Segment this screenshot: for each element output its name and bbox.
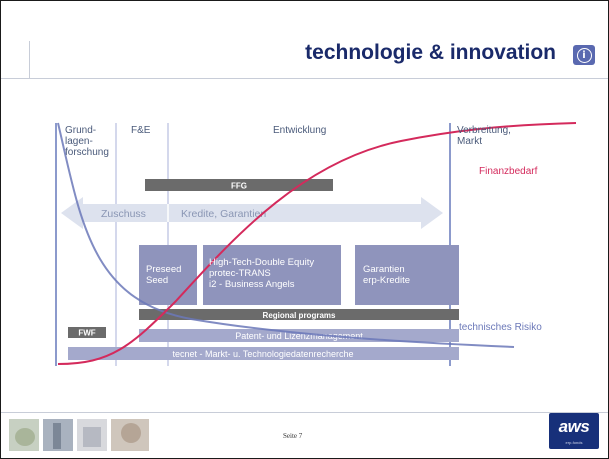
hightech-box <box>203 245 341 305</box>
stage-fe: F&E <box>131 125 151 136</box>
stage-entwicklung: Entwicklung <box>273 125 327 136</box>
stage-markt: Verbreitung, Markt <box>457 125 511 147</box>
zuschuss-label: Zuschuss <box>101 208 146 220</box>
preseed-box <box>139 245 197 305</box>
finanzbedarf-label: Finanzbedarf <box>479 166 538 177</box>
garantien-box <box>355 245 459 305</box>
ffg-label: FFG <box>231 182 247 191</box>
tecnet-label: tecnet - Markt- u. Technologiedatenreche… <box>173 349 354 359</box>
ffg-bar <box>145 179 333 191</box>
finanzbedarf-curve <box>57 122 577 365</box>
regional-bar <box>139 309 459 320</box>
regional-label: Regional programs <box>263 311 336 320</box>
kredite-label: Kredite, Garantien <box>181 208 266 220</box>
tecnet-bar <box>68 347 459 360</box>
risiko-label: technisches Risiko <box>459 322 542 333</box>
garantien-label: Garantien erp-Kredite <box>363 264 410 286</box>
aws-logo: aws erp-fonds <box>549 413 599 449</box>
footer-photo-strip <box>9 419 149 451</box>
patent-label: Patent- und Lizenzmanagement <box>235 331 363 341</box>
header-divider-vertical <box>29 41 30 79</box>
fwf-label: FWF <box>78 329 95 338</box>
risiko-curve <box>57 122 515 348</box>
header-divider <box>1 78 608 79</box>
hightech-label: High-Tech-Double Equity protec-TRANS i2 … <box>209 257 315 290</box>
preseed-label: Preseed Seed <box>146 264 182 286</box>
stage-grundlagen: Grund- lagen- forschung <box>65 125 109 158</box>
page-number: Seite 7 <box>283 432 303 440</box>
footer-divider <box>1 412 608 413</box>
page-title: technologie & innovation <box>305 41 556 64</box>
funding-arrow <box>61 197 443 229</box>
info-icon[interactable]: i <box>573 45 595 65</box>
fwf-bar <box>68 327 106 338</box>
